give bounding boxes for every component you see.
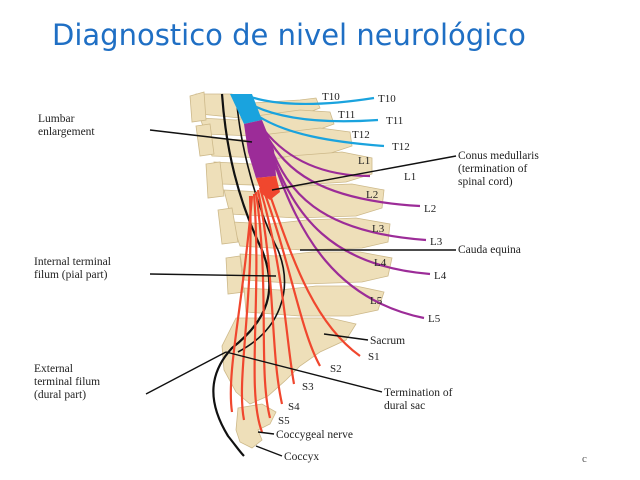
cauda-strand-1 bbox=[240, 195, 252, 421]
pointer-dural-sac bbox=[225, 351, 383, 393]
label-lumbar-enlargement: Lumbar enlargement bbox=[38, 113, 95, 138]
nerve-label-s2: S2 bbox=[330, 363, 342, 375]
label-sacrum: Sacrum bbox=[370, 335, 405, 347]
slide-title: Diagnostico de nivel neurológico bbox=[52, 18, 526, 52]
nerve-label-l5: L5 bbox=[428, 313, 441, 325]
thoracic-nerves bbox=[247, 94, 385, 148]
vertebra-label-t10: T10 bbox=[322, 91, 340, 103]
pointer-internal-filum bbox=[149, 273, 277, 277]
lumbar-nerves bbox=[263, 129, 431, 320]
nerve-s2 bbox=[260, 185, 321, 367]
posterior-process-3 bbox=[205, 161, 225, 199]
label-conus-medullaris: Conus medullaris (termination of spinal … bbox=[458, 150, 542, 188]
nerve-s1 bbox=[264, 183, 361, 357]
nerve-s4 bbox=[256, 189, 284, 405]
nerve-s3 bbox=[258, 187, 296, 385]
nerve-s5 bbox=[254, 191, 272, 419]
nerve-label-s5: S5 bbox=[278, 415, 290, 427]
nerve-l4 bbox=[270, 153, 431, 276]
sacral-nerves bbox=[229, 183, 361, 433]
nerve-label-s4: S4 bbox=[288, 401, 300, 413]
vertebra-labels: T10 T11 T12 L1 L2 L3 L4 L5 bbox=[322, 91, 387, 307]
nerve-l2 bbox=[267, 137, 421, 208]
nerve-label-l1: L1 bbox=[404, 171, 416, 183]
nerve-label-t12: T12 bbox=[392, 141, 410, 153]
corner-mark: c bbox=[582, 453, 587, 465]
vertebra-label-t11: T11 bbox=[338, 109, 355, 121]
label-external-terminal-filum: External terminal filum (dural part) bbox=[34, 363, 103, 401]
cauda-strand-2 bbox=[229, 195, 254, 413]
posterior-process-1 bbox=[189, 91, 207, 123]
label-coccygeal-nerve: Coccygeal nerve bbox=[276, 429, 353, 441]
pointer-lumbar-enlargement bbox=[149, 129, 253, 143]
nerve-l3 bbox=[268, 145, 427, 242]
vertebra-label-l3: L3 bbox=[372, 223, 385, 235]
label-cauda-equina: Cauda equina bbox=[458, 244, 521, 256]
vertebra-label-l5: L5 bbox=[370, 295, 383, 307]
posterior-process-4 bbox=[217, 207, 239, 245]
nerve-labels: T10 T11 T12 L1 L2 L3 L4 L5 S1 S2 S3 S4 S… bbox=[278, 93, 447, 427]
spinal-cord-lumbar bbox=[244, 120, 276, 178]
nerve-label-l3: L3 bbox=[430, 236, 443, 248]
nerve-t12 bbox=[257, 115, 385, 148]
pointer-conus-medullaris bbox=[271, 155, 457, 191]
pointer-coccyx bbox=[255, 445, 283, 457]
pointer-external-filum bbox=[145, 351, 227, 395]
nerve-label-t10: T10 bbox=[378, 93, 396, 105]
vertebral-column bbox=[189, 91, 393, 449]
vertebra-label-l2: L2 bbox=[366, 189, 378, 201]
nerve-label-s3: S3 bbox=[302, 381, 314, 393]
vertebra-label-t12: T12 bbox=[352, 129, 370, 141]
pointer-sacrum bbox=[323, 333, 369, 341]
nerve-label-l2: L2 bbox=[424, 203, 436, 215]
vertebra-label-l4: L4 bbox=[374, 257, 387, 269]
coccygeal-nerve-line bbox=[252, 193, 264, 433]
label-coccyx: Coccyx bbox=[284, 451, 319, 463]
spinal-cord-thoracic bbox=[230, 94, 262, 124]
label-termination-dural-sac: Termination of dural sac bbox=[384, 387, 455, 412]
posterior-process-2 bbox=[195, 123, 215, 157]
dural-sac-line-2 bbox=[235, 93, 286, 353]
nerve-label-l4: L4 bbox=[434, 270, 447, 282]
label-internal-terminal-filum: Internal terminal filum (pial part) bbox=[34, 256, 114, 281]
nerve-label-s1: S1 bbox=[368, 351, 380, 363]
pointer-coccygeal-nerve bbox=[257, 431, 275, 435]
nerve-t11 bbox=[253, 105, 379, 123]
nerve-t10 bbox=[247, 94, 375, 106]
nerve-l5 bbox=[272, 161, 425, 320]
vertebra-label-l1: L1 bbox=[358, 155, 370, 167]
nerve-label-t11: T11 bbox=[386, 115, 403, 127]
pointer-lines bbox=[145, 129, 457, 457]
